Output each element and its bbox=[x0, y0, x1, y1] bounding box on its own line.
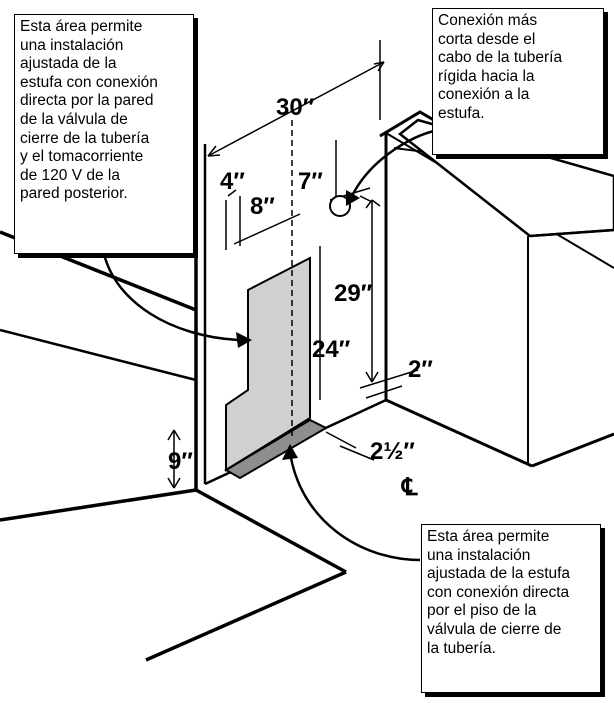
dimension-width-30: 30″ bbox=[276, 94, 315, 121]
floor-arrow-icon bbox=[282, 444, 298, 460]
callout-pipe-text: Conexión más corta desde el cabo de la t… bbox=[438, 12, 563, 122]
dimension-lines bbox=[167, 40, 419, 489]
leader-pipe-arrow bbox=[350, 128, 439, 197]
callout-floor-text: Esta área permite una instalación ajusta… bbox=[427, 528, 571, 657]
dimension-height-24: 24″ bbox=[312, 336, 351, 363]
dimension-height-29: 29″ bbox=[334, 280, 373, 307]
dimension-depth-2: 2″ bbox=[408, 356, 433, 383]
callout-pipe-connection: Conexión más corta desde el cabo de la t… bbox=[432, 8, 604, 155]
centerline-symbol: ℄ bbox=[402, 474, 418, 501]
dimension-offset-4: 4″ bbox=[220, 168, 245, 195]
dimension-height-9: 9″ bbox=[168, 448, 193, 475]
leader-floor-arrow bbox=[288, 451, 421, 562]
dimension-depth-2-5: 2½″ bbox=[370, 438, 415, 465]
wall-arrow-icon bbox=[236, 332, 252, 348]
callout-floor-connection: Esta área permite una instalación ajusta… bbox=[421, 524, 601, 693]
callout-wall-connection: Esta área permite una instalación ajusta… bbox=[14, 14, 194, 254]
leader-wall-arrow bbox=[102, 253, 239, 342]
dimension-offset-7: 7″ bbox=[298, 168, 323, 195]
callout-wall-text: Esta área permite una instalación ajusta… bbox=[20, 18, 158, 203]
leader-arrows bbox=[102, 128, 439, 562]
floor-connection-area bbox=[224, 418, 329, 480]
pipe-arrow-icon bbox=[346, 190, 360, 206]
arrow-heads bbox=[236, 190, 360, 460]
dimension-width-8: 8″ bbox=[250, 193, 275, 220]
